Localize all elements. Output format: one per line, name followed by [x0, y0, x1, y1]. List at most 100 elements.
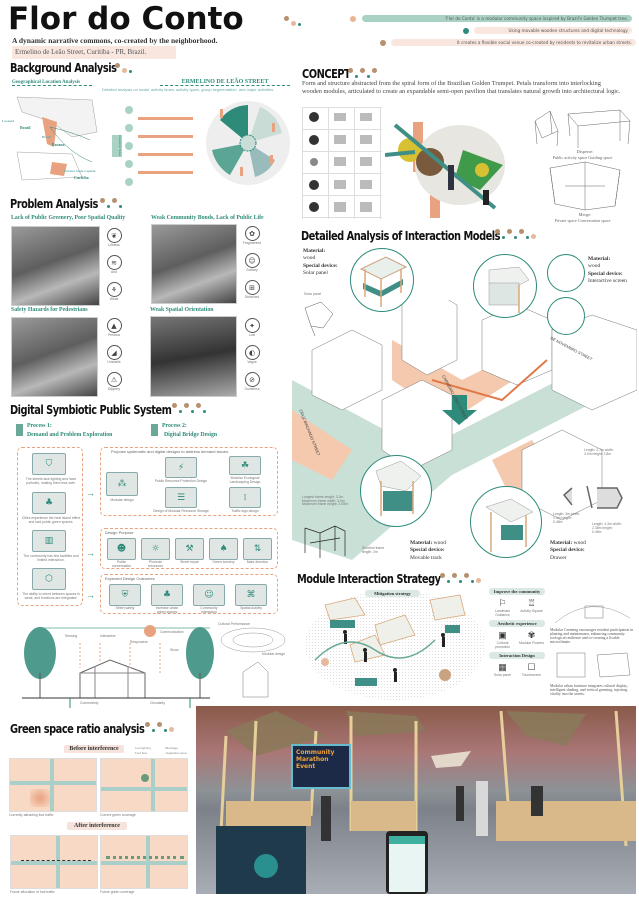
population-timeline [124, 100, 194, 188]
map-label: Located [2, 119, 15, 123]
bridge-item-label: Modular Ecological Landscaping Design [229, 476, 261, 484]
icon-label: Slippery [107, 387, 121, 391]
lost-icon: ✦ [244, 318, 260, 333]
purpose-items: ☻Public conversation ☼Photonic resources… [107, 538, 272, 568]
icon-label: Solitary [246, 268, 258, 272]
bridge-item-label: Design of Modular Resource Storage [153, 509, 209, 513]
problem-icons: ✿Fragmented ☺Solitary ⊞Detached [240, 226, 264, 299]
purpose-label: Green scenery [212, 560, 235, 564]
flowers-icon: ✾ [527, 630, 536, 640]
material-value: wood [303, 255, 316, 262]
device-value: Solar panel [303, 270, 328, 277]
merge-spaces: Private space Conversation space [554, 218, 611, 223]
issue-text: Cities experience the heat island effect… [21, 516, 81, 524]
heading-dots [348, 68, 377, 78]
sketch-label: Modular design [262, 652, 286, 656]
map-label: Parana [52, 142, 65, 147]
outcome-title: Expected Design Outcomes [105, 576, 155, 581]
section-label: Show [170, 648, 179, 652]
arrow-icon: → [86, 548, 95, 558]
photonic-icon: ☼ [141, 538, 170, 560]
module-text: Modular Greening encourages resident par… [550, 628, 634, 644]
category-item: Activity Square [520, 609, 543, 613]
purpose-title: Design Purpose [105, 530, 134, 535]
map-label: Brazil [42, 135, 52, 139]
category-item: Cultural promotion [494, 641, 511, 649]
cultural-icon: ▣ [498, 630, 507, 640]
purpose-label: Mark direction [246, 560, 269, 564]
detached-icon: ⊞ [244, 280, 260, 295]
problem-title: Safety Hazards for Pedestrians [11, 307, 88, 313]
heading-dots [495, 229, 536, 239]
foot-traffic-map-before [9, 758, 97, 812]
process-marker [151, 424, 158, 436]
icon-label: Arid [110, 270, 118, 274]
form-evolution-grid [302, 107, 382, 219]
outcome-items: ⛨Street safety ♣Increase urban green spa… [109, 584, 267, 614]
title-dots [284, 16, 301, 26]
legend-item: Blockage [165, 746, 178, 750]
direction-icon: ⇅ [243, 538, 272, 560]
landmark-icon: ⚐ [498, 598, 507, 608]
material-value: wood [588, 263, 601, 270]
process1-label: Process 1: [27, 423, 52, 429]
bridge-design-box: Propose systematic and digital designs t… [100, 447, 278, 516]
section-heading: Detailed Analysis of Interaction Models [301, 229, 501, 243]
legend-item: Vegetation area [165, 751, 187, 755]
material-value: wood [573, 540, 586, 546]
sketch-label: Cultural Performance [218, 622, 251, 626]
section-heading: CONCEPT [302, 67, 351, 81]
icon-label: Lifeless [108, 243, 120, 247]
issue-text: The ability to orient between spaces is … [22, 592, 80, 600]
device-label: Special device: [588, 270, 623, 277]
section-heading: Green space ratio analysis [10, 722, 145, 736]
dim-text: Length: 2.7m width: 3.0m height: 2.8m [584, 448, 614, 456]
dim-text: Shortest frame length: 2m [362, 546, 385, 554]
issues-box: ⛉ The streets lack lighting and have pot… [17, 447, 83, 606]
problem-title: Lack of Public Greenery, Poor Spatial Qu… [11, 215, 126, 221]
issue-text: The streets lack lighting and have potho… [25, 477, 77, 485]
solar-panel-sketch [303, 298, 343, 338]
dot [463, 28, 469, 34]
green-coverage-map-before [100, 758, 188, 812]
solitary-icon: ☺ [244, 253, 260, 268]
event-screen: Community Marathon Event [291, 744, 351, 789]
subtitle: A dynamic narrative commons, co-created … [12, 36, 218, 45]
heading-dots [100, 198, 122, 208]
map-caption: Future allocation of foot traffic [10, 890, 55, 894]
isometric-site-plan [292, 289, 638, 560]
process-marker [16, 424, 23, 436]
bench-sketch [562, 483, 624, 511]
pavilion-render: Community Marathon Event [196, 706, 636, 894]
weak-icon: ⚘ [106, 282, 122, 297]
dim-text: Length: 3m width: 1.5m height: 0.48m [553, 512, 580, 524]
furniture-sketch [552, 650, 634, 680]
problem-icons: ✦Lost ◐Vague ⊘Guideless [240, 318, 264, 391]
icon-label: Vague [247, 360, 257, 364]
track-module-detail [360, 455, 432, 527]
outcome-label: Community Interaction [200, 606, 218, 614]
section-label: Responsive [130, 640, 148, 644]
map-label: Parana State Capital [64, 169, 96, 173]
material-label: Material: [550, 540, 573, 546]
icon-label: Guideless [244, 387, 260, 391]
landscaping-design-icon: ☘ [229, 456, 261, 475]
problem-title: Weak Community Bonds, Lack of Public Lif… [151, 215, 264, 221]
purpose-label: Street repair [180, 560, 199, 564]
icon-label: Detached [244, 295, 260, 299]
category-item: Solar panel [493, 673, 512, 677]
section-label: Connectivity [80, 701, 99, 705]
strategy-categories: Improve the community ⚐Landmark Guidance… [489, 588, 545, 680]
green-space-icon: ♣ [151, 584, 183, 606]
concept-text: Form and structure abstracted from the s… [302, 80, 621, 96]
device-value: Interactive screen [588, 278, 627, 285]
perilous-icon: ▲ [106, 318, 122, 333]
solar-module-detail [350, 248, 414, 312]
material-label: Material: [303, 248, 326, 254]
dim-text: Longest frame length: 3.2m [302, 495, 344, 499]
lifeless-icon: ❦ [106, 228, 122, 243]
map-caption: Future green coverage [100, 890, 135, 894]
